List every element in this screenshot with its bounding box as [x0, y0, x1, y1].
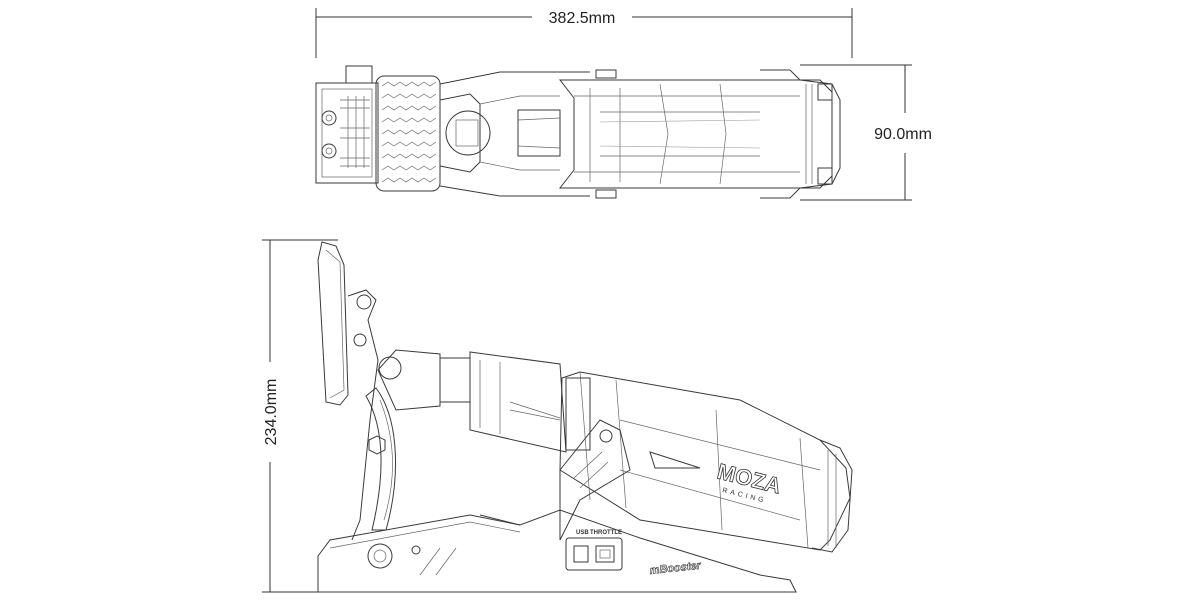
side-view: USB THROTTLE MOZA RACING mBooster [317, 241, 853, 593]
height-dimension-label: 234.0mm [263, 379, 280, 446]
length-dimension: 382.5mm [315, 8, 853, 58]
usb-port-label: USB [576, 530, 589, 536]
width-dimension: 90.0mm [800, 64, 932, 201]
width-dimension-label: 90.0mm [874, 126, 932, 143]
length-dimension-label: 382.5mm [549, 10, 616, 27]
height-dimension: 234.0mm [262, 239, 338, 593]
model-name-text: mBooster [649, 560, 702, 577]
top-view [315, 65, 841, 199]
throttle-port-label: THROTTLE [590, 530, 622, 536]
